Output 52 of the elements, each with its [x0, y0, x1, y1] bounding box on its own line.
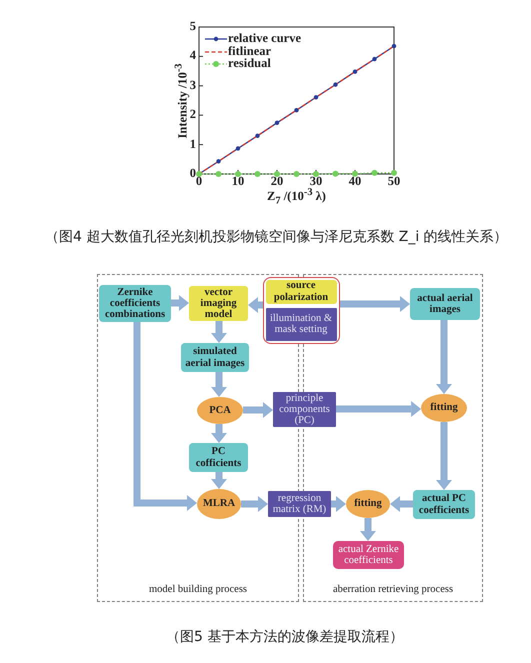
legend-label: residual	[228, 57, 271, 71]
tick-label: 4	[190, 50, 196, 64]
process-box: PC cofficients	[189, 443, 248, 472]
process-box: actual aerial images	[410, 288, 480, 320]
arrow	[336, 401, 422, 417]
process-box: actual PC coefficients	[413, 490, 475, 519]
arrow	[331, 496, 346, 512]
arrow	[241, 496, 268, 512]
tick-label: 0	[196, 175, 202, 189]
section-label: aberration retrieving process	[332, 584, 454, 595]
arrow	[436, 320, 452, 394]
process-ellipse: fitting	[346, 490, 390, 518]
data-box: principle components (PC)	[273, 392, 336, 427]
arrow	[436, 422, 452, 490]
arrow	[134, 322, 197, 511]
tick-label: 20	[270, 175, 284, 189]
process-ellipse: fitting	[421, 394, 467, 422]
arrow	[390, 496, 413, 512]
process-ellipse: MLRA	[197, 489, 241, 519]
figure-caption: （图5 基于本方法的波像差提取流程）	[166, 628, 404, 646]
tick-label: 2	[190, 108, 196, 122]
tick-label: 30	[310, 175, 322, 188]
data-box: regression matrix (RM)	[268, 491, 331, 517]
axis-title: Z$_{7}$ /(10$^{-3}$ λ)	[267, 187, 326, 208]
section-label: model building process	[149, 584, 247, 595]
group-frame	[263, 277, 340, 344]
tick-label: 1	[190, 138, 196, 152]
data-box: illumination & mask setting	[266, 308, 336, 340]
arrow	[211, 321, 227, 343]
arrow	[248, 297, 263, 313]
arrow	[211, 472, 227, 489]
legend-label: relative curve	[228, 32, 301, 46]
arrow	[171, 295, 189, 311]
result-box: actual Zernike coefficients	[333, 541, 404, 569]
arrow	[340, 296, 410, 312]
process-box: vector imaging model	[189, 286, 248, 321]
process-ellipse: PCA	[197, 397, 243, 424]
process-box: source polarization	[266, 280, 336, 304]
process-box: simulated aerial images	[181, 343, 249, 372]
tick-label: 0	[190, 167, 196, 181]
process-box: Zernike coefficients combinations	[99, 285, 171, 322]
arrow	[243, 402, 273, 418]
tick-label: 10	[232, 175, 244, 189]
arrow	[211, 372, 227, 397]
arrow	[211, 424, 227, 443]
tick-label: 40	[348, 175, 362, 189]
tick-label: 3	[190, 78, 196, 93]
legend-label: fitlinear	[228, 44, 272, 58]
figure-caption: （图4 超大数值孔径光刻机投影物镜空间像与泽尼克系数 Z_i 的线性关系）	[45, 228, 508, 246]
tick-label: 5	[190, 20, 196, 34]
tick-label: 50	[388, 175, 400, 189]
arrow	[360, 518, 376, 541]
